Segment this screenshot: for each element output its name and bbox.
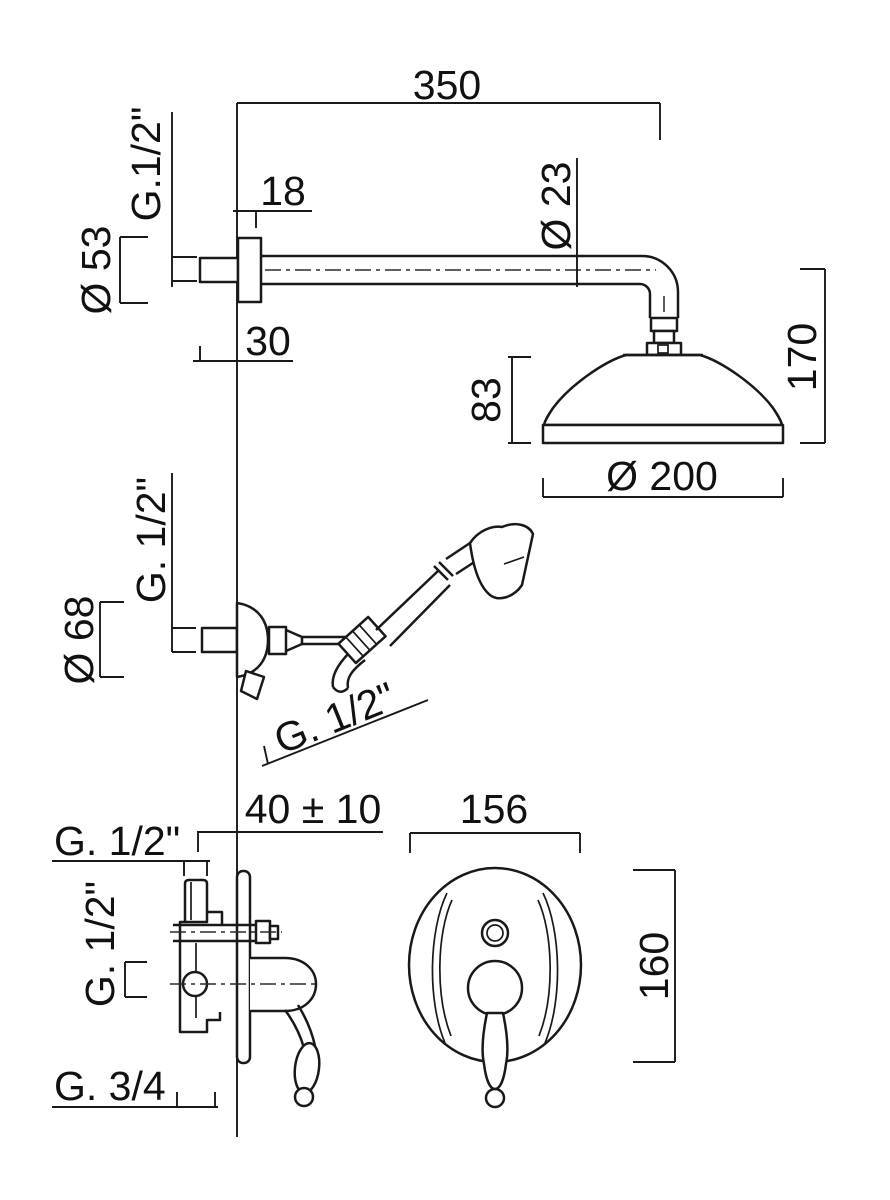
dim-40: 40 ± 10 (197, 786, 383, 852)
shower-arm-centerline (205, 269, 665, 316)
dim-18: 18 (233, 168, 312, 228)
head-connector (645, 316, 683, 357)
handshower-wall-nipple (200, 626, 239, 654)
dim-170-label: 170 (779, 323, 825, 391)
dim-350-label: 350 (413, 62, 481, 108)
dim-thread-hose: G. 1/2" (261, 673, 429, 767)
thread-bottom-inlet-label: G. 3/4 (54, 1063, 166, 1109)
arm-tube-outer (261, 254, 680, 318)
mixer-plate-edge (235, 869, 252, 1065)
dim-160-label: 160 (631, 932, 677, 1000)
mixer-plate-groove-left (431, 892, 453, 1044)
diverter-button-inner (486, 924, 504, 942)
mixer-plate-groove-right (537, 892, 559, 1044)
thread-mid-label: G. 1/2" (128, 477, 174, 603)
rain-head-rim (541, 423, 785, 445)
handshower-ring (433, 561, 454, 581)
mixer-lever-neck-side (283, 1004, 317, 1049)
dim-dia-53: Ø 53 (73, 226, 148, 315)
mixer-body (178, 920, 222, 1034)
mixer-top-inlet (183, 878, 209, 924)
dim-40-label: 40 ± 10 (245, 786, 382, 832)
dim-350: 350 (237, 62, 661, 140)
mixer-outlet-pipe (173, 923, 258, 943)
mixer-elbow (207, 910, 224, 925)
arm-tube-inner (261, 282, 652, 318)
thread-top-inlet-label: G. 1/2" (54, 818, 180, 864)
dim-thread-mid: G. 1/2" (128, 473, 196, 653)
dim-156-label: 156 (460, 786, 528, 832)
mixer-side-view (170, 869, 321, 1108)
diverter-button-outer (480, 918, 510, 948)
thread-hose-label: G. 1/2" (268, 673, 402, 763)
hand-shower-assembly (200, 522, 535, 701)
dim-30: 30 (193, 318, 293, 364)
dim-thread-top-inlet: G. 1/2" (52, 818, 210, 876)
dim-dia-23: Ø 23 (533, 158, 579, 287)
dim-18-label: 18 (260, 168, 306, 214)
arm-wall-nipple (198, 256, 240, 284)
dia-53-label: Ø 53 (73, 226, 119, 315)
dim-170: 170 (779, 268, 826, 444)
dim-160: 160 (631, 869, 677, 1063)
handshower-hook (239, 669, 266, 701)
handshower-face-line (503, 556, 525, 565)
mixer-front-view (407, 866, 583, 1109)
dia-68-label: Ø 68 (56, 596, 102, 685)
thread-side-inlet-label: G. 1/2" (77, 881, 123, 1007)
thread-top-label: G.1/2" (123, 107, 169, 222)
rain-head-bell (542, 353, 784, 427)
handshower-head (468, 522, 535, 600)
dim-83: 83 (463, 356, 531, 444)
handshower-handle (375, 570, 451, 647)
dim-thread-top: G.1/2" (123, 107, 197, 287)
mixer-lever-front (481, 1011, 509, 1091)
handshower-escutcheon (235, 601, 270, 679)
shower-arm-assembly (198, 236, 785, 445)
dim-dia-68: Ø 68 (56, 596, 124, 685)
mixer-lever-ball-front (484, 1087, 506, 1109)
mixer-handle-base (466, 959, 524, 1017)
dia-23-label: Ø 23 (533, 162, 579, 251)
dim-thread-bottom-inlet: G. 3/4 (52, 1063, 218, 1109)
dim-30-label: 30 (245, 318, 291, 364)
mixer-lever-bulb-side (293, 1041, 321, 1095)
handshower-outlet (267, 625, 288, 656)
dim-156: 156 (409, 786, 581, 853)
mixer-lever-ball-side (293, 1086, 315, 1108)
hose-coupling (337, 615, 387, 665)
dim-83-label: 83 (463, 377, 509, 423)
dim-thread-side-inlet: G. 1/2" (77, 881, 147, 1007)
dia-200-label: Ø 200 (606, 453, 718, 499)
arm-flange (236, 236, 263, 304)
dim-dia-200: Ø 200 (542, 453, 784, 499)
